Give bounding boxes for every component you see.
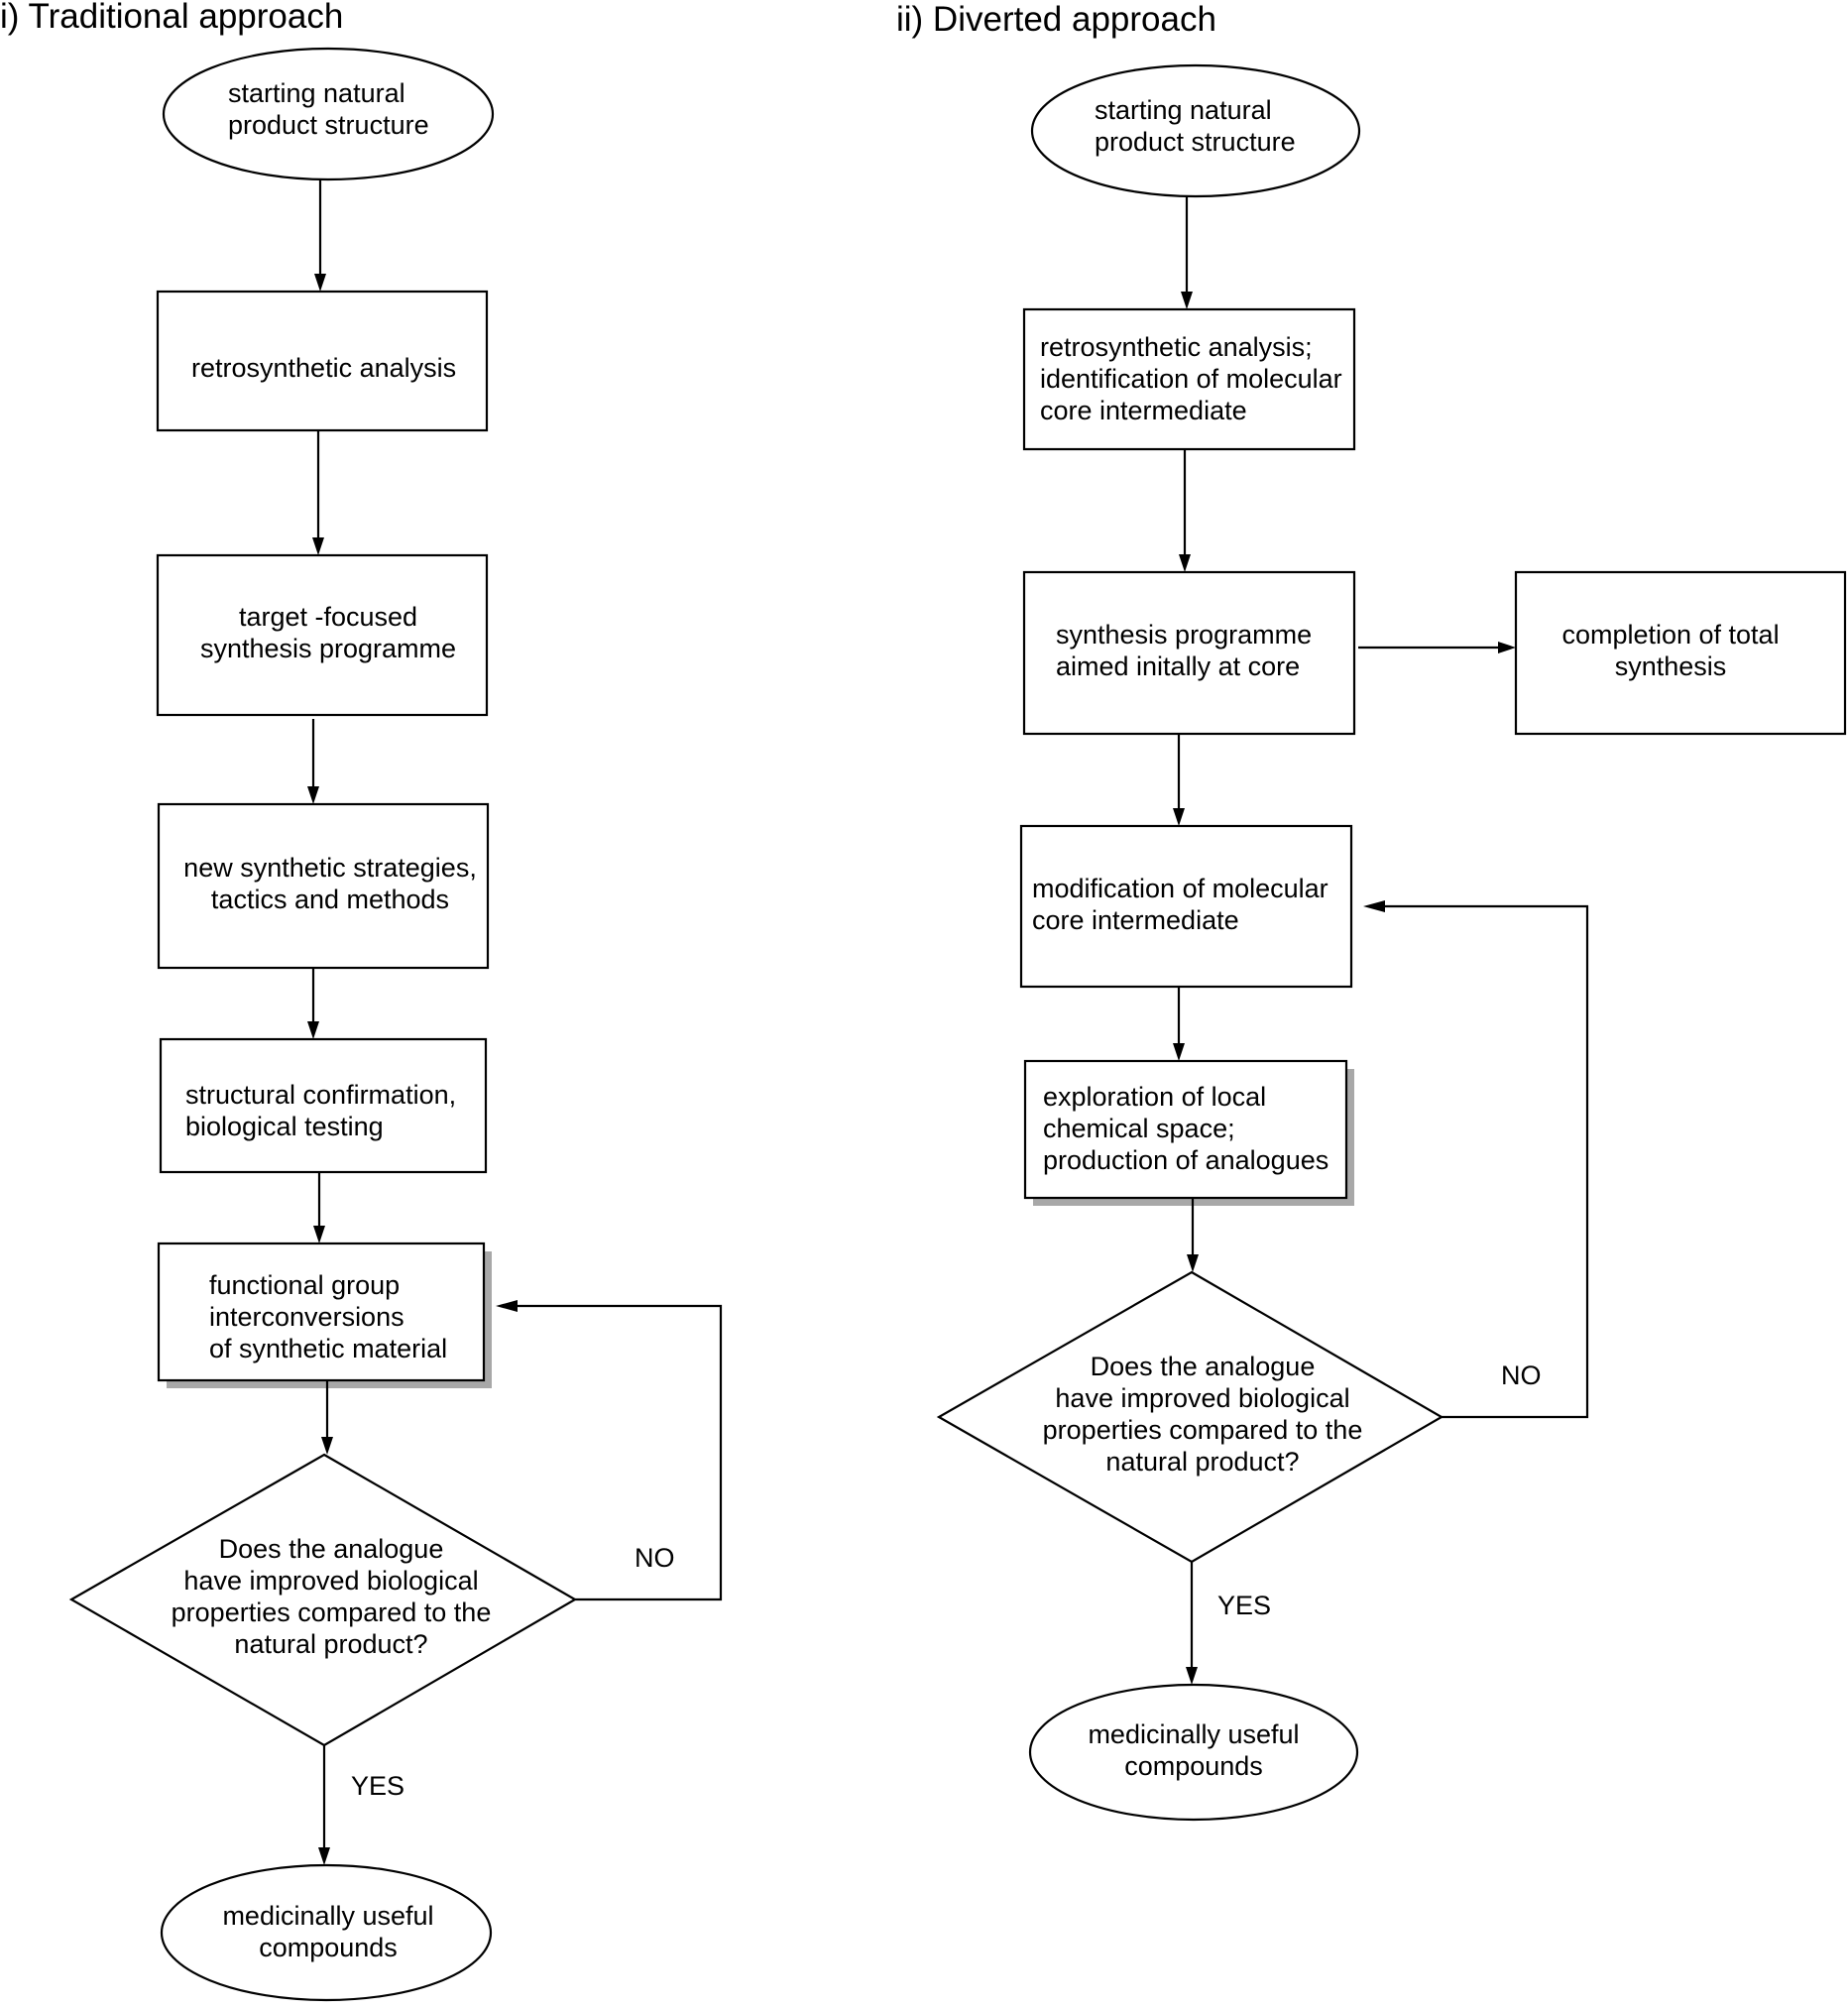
right-arrowhead xyxy=(1181,292,1193,309)
left-arrowhead xyxy=(496,1300,518,1312)
right-end-text-line: medicinally useful xyxy=(1088,1719,1299,1749)
right-start-text-line: product structure xyxy=(1095,127,1296,157)
right-retro-text-line: identification of molecular xyxy=(1040,364,1342,394)
left-yes-label: YES xyxy=(351,1771,404,1801)
right-completion-text-line: synthesis xyxy=(1615,651,1727,681)
right-arrowhead xyxy=(1173,1043,1185,1061)
right-decision-text-line: properties compared to the xyxy=(1043,1415,1363,1445)
left-functional-text-line: functional group xyxy=(209,1270,400,1300)
right-decision-text-line: have improved biological xyxy=(1055,1383,1349,1413)
left-decision-text-line: properties compared to the xyxy=(172,1597,492,1627)
left-target-text-line: target -focused xyxy=(239,602,417,632)
right-arrowhead xyxy=(1173,808,1185,826)
right-retro-node xyxy=(1022,307,1356,451)
left-arrowhead xyxy=(307,786,319,804)
left-structural-text-line: biological testing xyxy=(185,1112,384,1141)
right-modification-text-line: core intermediate xyxy=(1032,905,1239,935)
left-arrowhead xyxy=(318,1847,330,1865)
right-arrowhead xyxy=(1187,1254,1199,1272)
left-retro-text-line: retrosynthetic analysis xyxy=(191,353,456,383)
left-no-label: NO xyxy=(635,1543,675,1573)
left-decision-text-line: Does the analogue xyxy=(219,1534,444,1564)
right-modification-text-line: modification of molecular xyxy=(1032,874,1328,903)
left-end-text-line: compounds xyxy=(259,1933,398,1962)
left-arrowhead xyxy=(321,1437,333,1455)
right-arrowhead xyxy=(1498,642,1516,653)
right-synthesis-node xyxy=(1022,570,1356,736)
right-decision-text-line: natural product? xyxy=(1105,1447,1299,1477)
left-start-text-line: starting natural xyxy=(228,78,405,108)
left-functional-text-line: of synthetic material xyxy=(209,1334,447,1363)
right-no-label: NO xyxy=(1501,1360,1542,1390)
left-start-text-line: product structure xyxy=(228,110,429,140)
right-decision-text-line: Does the analogue xyxy=(1091,1352,1316,1381)
left-strategies-text: new synthetic strategies,tactics and met… xyxy=(183,853,477,914)
left-strategies-text-line: tactics and methods xyxy=(211,885,449,914)
right-exploration-text-line: exploration of local xyxy=(1043,1082,1266,1112)
right-modification-node xyxy=(1019,824,1353,989)
right-retro-text-line: core intermediate xyxy=(1040,396,1247,425)
right-retro-text: retrosynthetic analysis;identification o… xyxy=(1040,332,1342,425)
right-yes-label: YES xyxy=(1217,1591,1271,1620)
right-exploration-text-line: chemical space; xyxy=(1043,1114,1235,1143)
right-end-text-line: compounds xyxy=(1124,1751,1263,1781)
left-structural-text: structural confirmation,biological testi… xyxy=(185,1080,456,1141)
left-functional-text-line: interconversions xyxy=(209,1302,404,1332)
left-functional-node xyxy=(157,1242,486,1382)
right-arrowhead xyxy=(1186,1667,1198,1685)
right-title: ii) Diverted approach xyxy=(896,0,1216,39)
left-strategies-text-line: new synthetic strategies, xyxy=(183,853,477,883)
right-edge-no-loop xyxy=(1381,904,1589,1419)
left-structural-node xyxy=(159,1037,488,1174)
left-structural-text-line: structural confirmation, xyxy=(185,1080,456,1110)
left-edge-no-loop xyxy=(514,1304,723,1601)
left-arrowhead xyxy=(314,274,326,292)
left-retro-node xyxy=(156,290,489,432)
left-arrowhead xyxy=(313,1226,325,1243)
left-strategies-node xyxy=(157,802,490,970)
left-target-node xyxy=(156,553,489,717)
left-end-node xyxy=(160,1863,493,2002)
right-arrowhead xyxy=(1179,554,1191,572)
left-end-text-line: medicinally useful xyxy=(222,1901,433,1931)
left-decision-text-line: natural product? xyxy=(234,1629,427,1659)
left-decision-text-line: have improved biological xyxy=(183,1566,478,1596)
right-exploration-node xyxy=(1023,1059,1348,1200)
right-arrowhead xyxy=(1363,900,1385,912)
right-completion-text-line: completion of total xyxy=(1561,620,1779,650)
right-synthesis-text-line: synthesis programme xyxy=(1056,620,1312,650)
right-end-node xyxy=(1028,1683,1359,1822)
left-title: i) Traditional approach xyxy=(0,0,343,36)
left-start-node xyxy=(162,47,495,181)
left-edges xyxy=(307,179,723,1865)
right-start-node xyxy=(1030,63,1361,198)
left-arrowhead xyxy=(312,537,324,555)
left-arrowhead xyxy=(307,1021,319,1039)
left-retro-text: retrosynthetic analysis xyxy=(191,353,456,383)
right-completion-node xyxy=(1514,570,1847,736)
right-edges xyxy=(1173,196,1589,1685)
right-synthesis-text-line: aimed initally at core xyxy=(1056,651,1300,681)
left-target-text-line: synthesis programme xyxy=(200,634,456,663)
right-retro-text-line: retrosynthetic analysis; xyxy=(1040,332,1313,362)
right-start-text-line: starting natural xyxy=(1095,95,1272,125)
right-exploration-text-line: production of analogues xyxy=(1043,1145,1328,1175)
